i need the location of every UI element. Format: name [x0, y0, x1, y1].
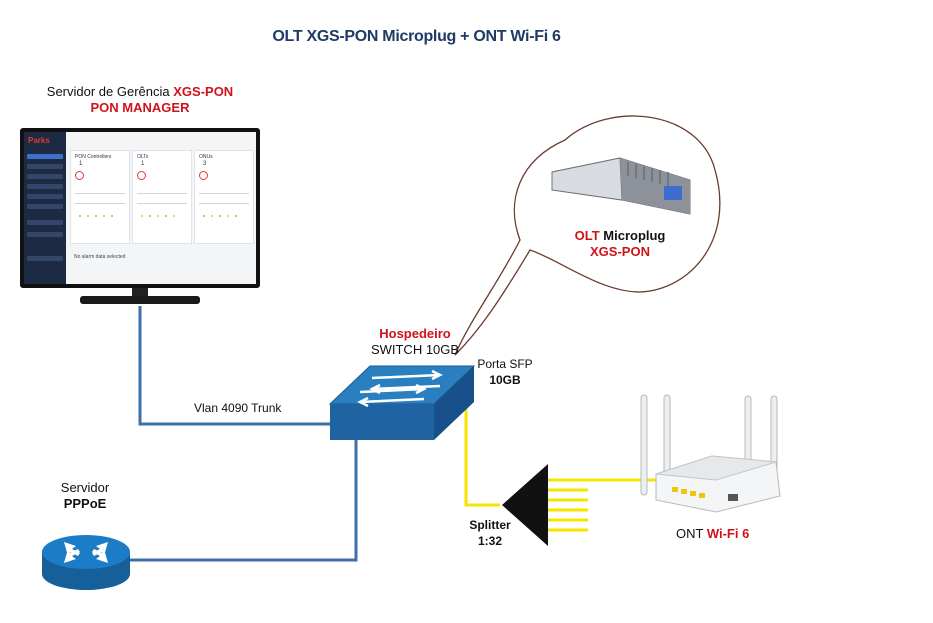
sidebar-row [27, 194, 63, 199]
mgmt-server-label-line2: PON MANAGER [90, 100, 190, 115]
panel-count: 1 [141, 161, 145, 167]
monitor-stand [80, 296, 200, 304]
ont-power-port [728, 494, 738, 501]
ont-router-icon [640, 394, 781, 513]
sidebar-row [27, 220, 63, 225]
switch-side [434, 366, 474, 440]
diagram-title: OLT XGS-PON Microplug + ONT Wi-Fi 6 [272, 28, 561, 45]
dashboard-panel: OLTs 1 [132, 150, 192, 244]
ont-ports [672, 487, 705, 498]
olt-label-red: OLT [574, 228, 600, 243]
ont-label-red: Wi-Fi 6 [706, 526, 750, 541]
switch-front [330, 404, 434, 440]
pppoe-line1: Servidor [60, 480, 110, 495]
splitter-output-fibers [546, 478, 588, 532]
sfp-module-icon [551, 157, 691, 215]
router-arrows-icon [64, 542, 108, 563]
host-title: Hospedeiro [379, 326, 451, 341]
panel-title: PON Controllers [75, 154, 112, 160]
status-dot [203, 215, 205, 217]
link-switch-pppoe [130, 440, 358, 562]
status-dot [211, 215, 213, 217]
switch-arrows-icon [357, 369, 443, 408]
splitter-line2: 1:32 [477, 534, 503, 548]
panel-title: OLTs [137, 154, 149, 160]
status-ring-icon [75, 171, 84, 180]
vlan-label: Vlan 4090 Trunk [194, 401, 282, 415]
status-dot [149, 215, 151, 217]
olt-label-line2: XGS-PON [590, 244, 650, 259]
splitter-icon [502, 464, 548, 546]
status-dot [87, 215, 89, 217]
router-icon [42, 535, 130, 590]
panel-title: ONUs [199, 154, 213, 160]
sfp-port-line1: Porta SFP [477, 357, 533, 371]
splitter-label: Splitter 1:32 [460, 517, 520, 549]
dashboard-sidebar: Parks [24, 132, 66, 284]
mgmt-server-label: Servidor de Gerência XGS-PON PON MANAGER [30, 84, 250, 116]
fiber-switch-splitter [464, 395, 500, 507]
panel-divider [75, 203, 125, 204]
link-monitor-switch [138, 306, 330, 426]
sidebar-row [27, 256, 63, 261]
status-ring-icon [137, 171, 146, 180]
panel-divider [137, 203, 187, 204]
status-dot [79, 215, 81, 217]
panel-count: 3 [203, 161, 207, 167]
dashboard-logo: Parks [28, 136, 50, 145]
sfp-port-line2: 10GB [489, 373, 521, 387]
monitor-frame: Parks PON Controllers 1 [20, 128, 260, 288]
panel-divider [75, 193, 125, 194]
host-label: Hospedeiro SWITCH 10GB [350, 326, 480, 358]
status-dot [95, 215, 97, 217]
sidebar-row [27, 184, 63, 189]
dashboard-panel: ONUs 3 [194, 150, 254, 244]
dashboard-footer: No alarm data selected [74, 254, 126, 260]
panel-divider [199, 193, 249, 194]
monitor-icon: Parks PON Controllers 1 [20, 128, 260, 308]
olt-label: OLT Microplug XGS-PON [555, 228, 685, 260]
panel-divider [199, 203, 249, 204]
pppoe-label: Servidor PPPoE [40, 480, 130, 512]
sidebar-row [27, 164, 63, 169]
switch-icon [328, 365, 476, 440]
panel-count: 1 [79, 161, 83, 167]
monitor-neck [132, 288, 148, 296]
ont-label: ONT Wi-Fi 6 [676, 526, 749, 542]
sidebar-row [27, 204, 63, 209]
sidebar-row [27, 154, 63, 159]
splitter-line1: Splitter [469, 518, 511, 532]
status-dot [157, 215, 159, 217]
status-dot [173, 215, 175, 217]
olt-label-plain: Microplug [599, 228, 666, 243]
status-ring-icon [199, 171, 208, 180]
sidebar-row [27, 174, 63, 179]
mgmt-server-label-plain: Servidor de Gerência [46, 84, 174, 99]
sfp-port-label: Porta SFP 10GB [470, 356, 540, 388]
status-dot [103, 215, 105, 217]
status-dot [219, 215, 221, 217]
sfp-port-latch [664, 186, 682, 200]
pppoe-line2: PPPoE [63, 496, 107, 511]
ont-label-plain: ONT [676, 526, 707, 541]
dashboard-panel: PON Controllers 1 [70, 150, 130, 244]
monitor-screen: Parks PON Controllers 1 [24, 132, 256, 284]
status-dot [141, 215, 143, 217]
panel-divider [137, 193, 187, 194]
sfp-heatsink [627, 162, 669, 186]
sidebar-row [27, 232, 63, 237]
status-dot [165, 215, 167, 217]
mgmt-server-label-red: XGS-PON [173, 84, 234, 99]
status-dot [111, 215, 113, 217]
status-dot [235, 215, 237, 217]
host-subtitle: SWITCH 10GB [370, 342, 460, 357]
status-dot [227, 215, 229, 217]
